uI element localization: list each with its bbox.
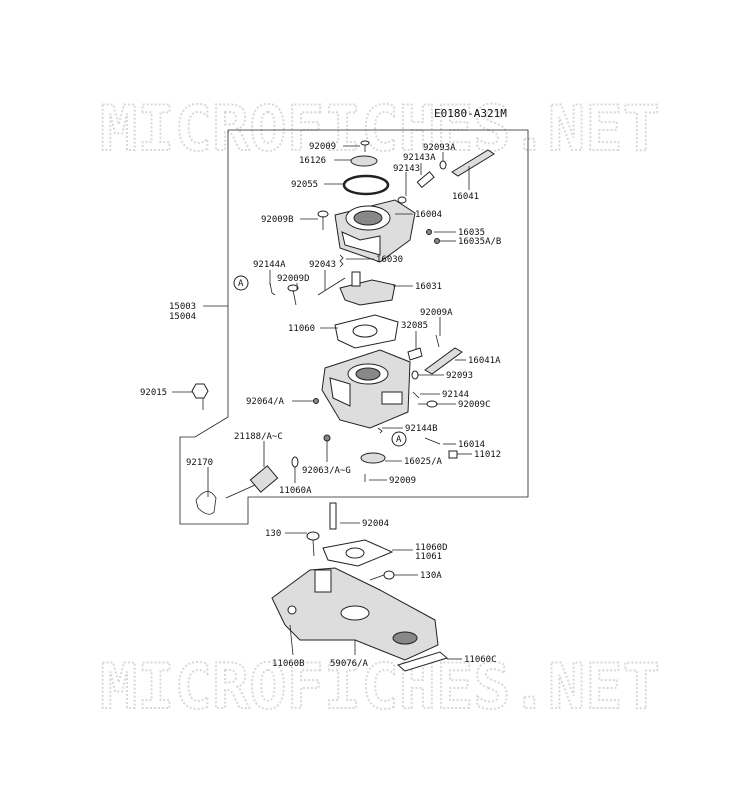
cover-plate-16126 [350,155,378,167]
label-92093A: 92093A [423,143,456,153]
carburetor-main-body [321,349,411,429]
reference-marker-a-left: A [233,275,249,291]
part-labels: 92009 16126 92143A 92093A 92143 92055 16… [140,142,501,669]
jet-16014 [424,437,441,445]
screw-92144 [412,391,420,399]
pin-92043 [317,277,346,296]
nut-92015 [191,383,209,399]
label-92063: 92063/A~G [302,466,351,476]
part-32085 [407,347,423,361]
label-16004: 16004 [415,210,442,220]
label-11060: 11060 [288,324,315,334]
screw-92009-top [360,140,370,152]
label-16035: 16035 [458,228,485,238]
label-92009D: 92009D [277,274,310,284]
label-130: 130 [265,529,281,539]
clamp-92170 [195,491,217,515]
screw-92009D [287,284,299,306]
diagram-code: E0180-A321M [434,107,507,120]
label-16030: 16030 [376,255,403,265]
manifold-59076 [271,567,439,661]
gasket-11060A [291,456,299,468]
label-92144: 92144 [442,390,469,400]
o-ring-92055 [342,174,390,196]
screw-92009A [435,334,440,348]
label-32085: 32085 [401,321,428,331]
label-16031: 16031 [415,282,442,292]
label-16126: 16126 [299,156,326,166]
float-16031 [339,271,396,306]
label-92009C: 92009C [458,400,491,410]
label-15003: 15003 [169,302,196,312]
label-16035AB: 16035A/B [458,237,501,247]
label-92055: 92055 [291,180,318,190]
label-92043: 92043 [309,260,336,270]
label-15004: 15004 [169,312,196,322]
watermark-bottom: MICROFICHES.NET [100,650,660,723]
label-92093: 92093 [446,371,473,381]
label-92015: 92015 [140,388,167,398]
jet-92063 [323,434,331,442]
leader-lines [172,145,472,660]
label-21188: 21188/A~C [234,432,283,442]
label-92143: 92143 [393,164,420,174]
plate-16025A [360,452,386,464]
label-92009A: 92009A [420,308,453,318]
label-11012: 11012 [474,450,501,460]
screw-92009C [418,400,438,408]
lever-16041A [424,347,463,375]
solenoid-21188 [225,465,279,499]
label-92144B: 92144B [405,424,438,434]
jet-16035AB [434,238,440,244]
label-92170: 92170 [186,458,213,468]
jet-16035 [426,229,432,235]
washer-92093A [439,160,447,170]
spring-16030 [339,254,344,268]
pin-92143 [416,171,435,189]
label-92064A: 92064/A [246,397,285,407]
label-11060C: 11060C [464,655,497,665]
label-92143A: 92143A [403,153,436,163]
screw-92009B [317,210,329,230]
stud-92004 [329,502,337,530]
label-16041A: 16041A [468,356,501,366]
label-16025A: 16025/A [404,457,443,467]
label-92009-bottom: 92009 [389,476,416,486]
screw-92144B [377,427,383,434]
bushing [397,196,407,204]
upper-body-16004 [334,199,416,263]
lever-16041 [451,149,495,177]
label-59076A: 59076/A [330,659,369,669]
marker-a-left-text: A [238,279,244,289]
bolt-130 [306,531,320,557]
gasket-hole [352,324,378,338]
reference-marker-a-right: A [391,431,407,447]
gasket-11060C [396,651,449,672]
label-92009B: 92009B [261,215,294,225]
label-11060A: 11060A [279,486,312,496]
bolt-130A [369,570,395,581]
label-92144A: 92144A [253,260,286,270]
watermark-top: MICROFICHES.NET [100,92,660,165]
label-11061: 11061 [415,552,442,562]
label-130A: 130A [420,571,442,581]
label-16014: 16014 [458,440,485,450]
label-92009-top: 92009 [309,142,336,152]
gasket-11012 [448,450,458,459]
plug-92064A [313,398,319,404]
marker-a-right-text: A [396,435,402,445]
washer-92093 [411,370,419,380]
label-16041: 16041 [452,192,479,202]
label-11060D: 11060D [415,543,448,553]
gasket-hole-2 [345,547,365,559]
screw-92144A [269,282,276,296]
assembly-boundary [179,129,529,525]
label-92004: 92004 [362,519,389,529]
label-11060B: 11060B [272,659,305,669]
